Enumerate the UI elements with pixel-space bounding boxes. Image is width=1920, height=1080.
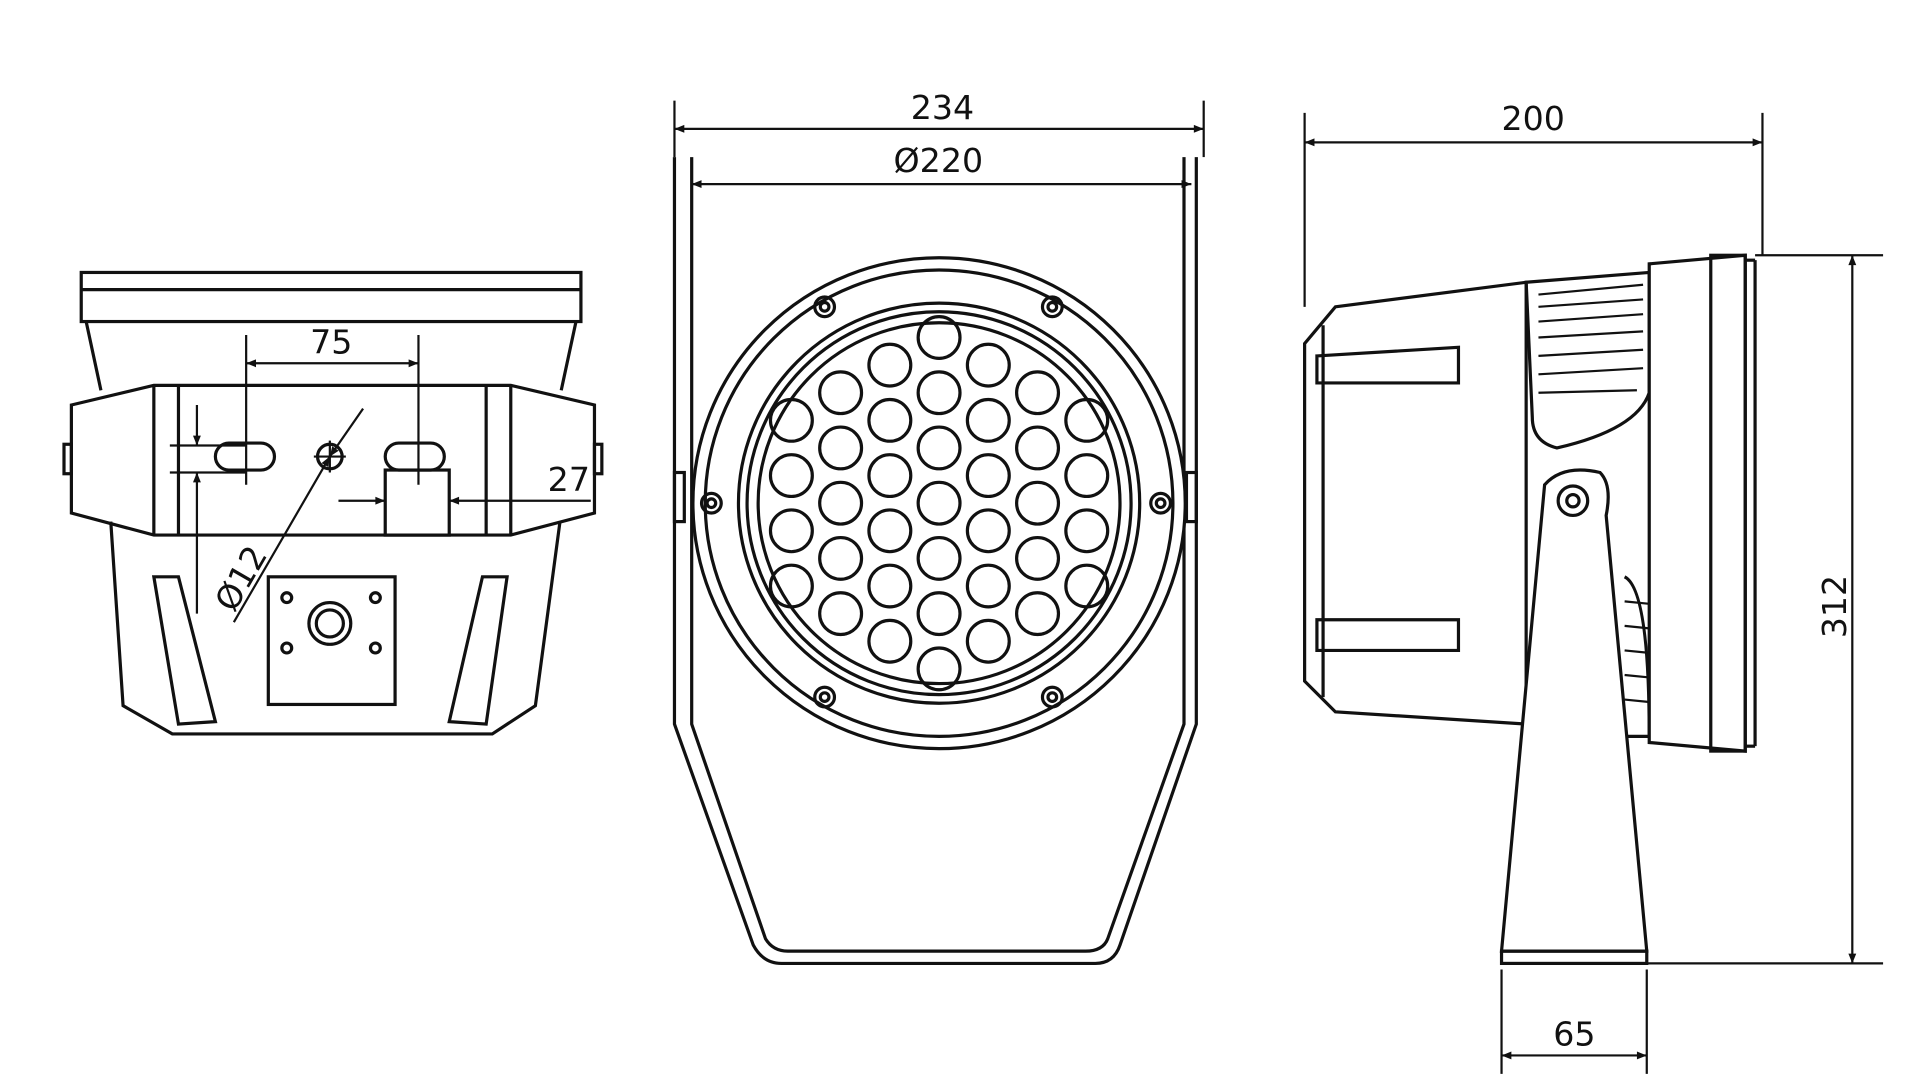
- led: [916, 480, 962, 526]
- screw: [1046, 691, 1059, 703]
- led: [1064, 397, 1110, 443]
- led: [818, 370, 864, 416]
- led: [768, 563, 814, 609]
- led: [768, 397, 814, 443]
- led: [768, 508, 814, 554]
- screw: [813, 685, 837, 709]
- led: [916, 425, 962, 471]
- led: [916, 315, 962, 360]
- led: [1064, 563, 1110, 609]
- screw: [699, 491, 723, 515]
- screw: [818, 691, 831, 703]
- led: [867, 508, 913, 554]
- led: [916, 646, 962, 692]
- led: [1015, 425, 1061, 471]
- led: [867, 397, 913, 443]
- led: [1015, 370, 1061, 416]
- led: [965, 453, 1011, 499]
- screw: [1040, 295, 1064, 319]
- dim-234: 234: [911, 88, 974, 127]
- led: [1015, 480, 1061, 526]
- led: [1064, 508, 1110, 554]
- led: [1064, 453, 1110, 499]
- led: [916, 535, 962, 581]
- led: [965, 563, 1011, 609]
- dim-200: 200: [1502, 99, 1565, 138]
- led: [1015, 591, 1061, 637]
- dim-27: 27: [548, 460, 590, 499]
- bezel-screws: [699, 295, 1173, 709]
- led: [867, 453, 913, 499]
- dim-75: 75: [310, 322, 352, 361]
- screw: [1040, 685, 1064, 709]
- front-view: 234 Ø220: [672, 88, 1205, 966]
- led: [818, 535, 864, 581]
- dim-diameter-220: Ø220: [894, 141, 984, 180]
- led: [818, 425, 864, 471]
- dim-hole-diameter: Ø12: [207, 539, 275, 618]
- side-view: 200 312 65: [1303, 99, 1884, 1074]
- dim-65: 65: [1553, 1015, 1595, 1054]
- dim-312: 312: [1815, 575, 1854, 638]
- led: [867, 563, 913, 609]
- led: [1015, 535, 1061, 581]
- led: [965, 397, 1011, 443]
- screw: [705, 497, 718, 510]
- led: [965, 508, 1011, 554]
- led: [818, 591, 864, 637]
- led: [916, 370, 962, 416]
- screw: [1154, 497, 1167, 510]
- led: [818, 480, 864, 526]
- screw: [1046, 300, 1059, 313]
- screw: [813, 295, 837, 319]
- led: [916, 591, 962, 637]
- led: [768, 453, 814, 499]
- led: [965, 342, 1011, 388]
- led: [965, 618, 1011, 664]
- screw: [1149, 491, 1173, 515]
- led: [867, 342, 913, 388]
- led: [867, 618, 913, 664]
- rear-view: 75 27 Ø12: [62, 270, 604, 736]
- led-array: [768, 315, 1110, 692]
- screw: [818, 300, 831, 313]
